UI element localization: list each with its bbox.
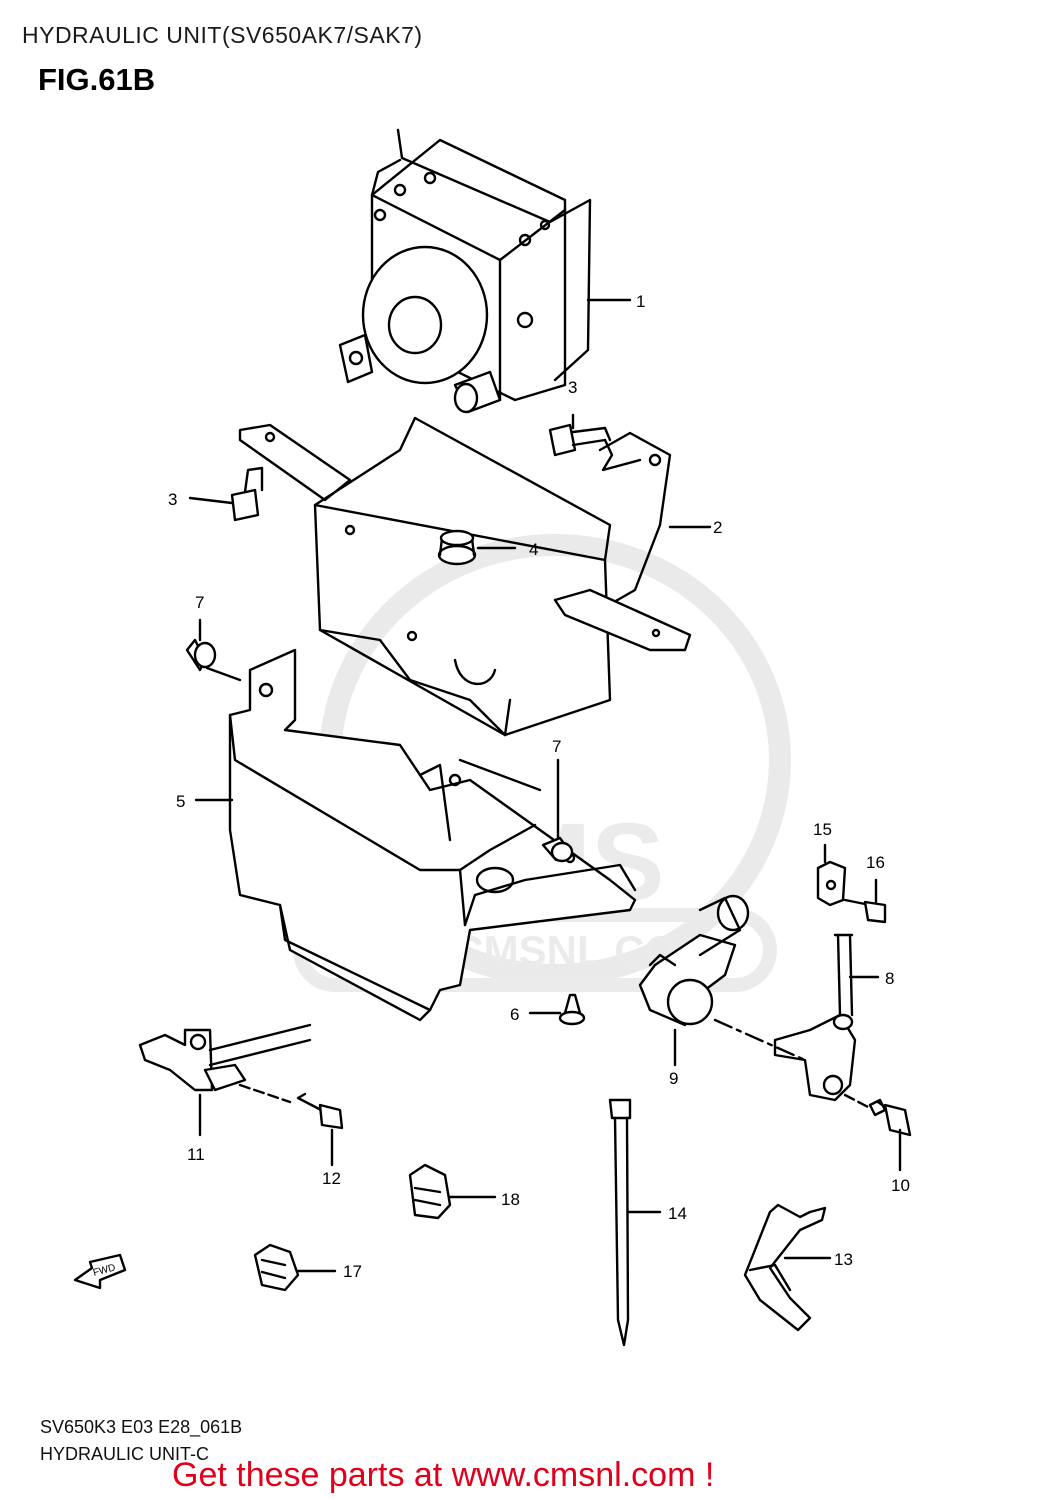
callout-4: 4 xyxy=(529,540,538,559)
callout-9: 9 xyxy=(669,1069,678,1088)
part-15-clamp-plate[interactable] xyxy=(816,843,847,907)
diagram-reference-code: SV650K3 E03 E28_061B xyxy=(40,1417,243,1437)
part-5-lower-cover[interactable] xyxy=(194,648,637,1022)
callout-7a: 7 xyxy=(195,593,204,612)
callout-labels: 1 2 3 3 4 5 6 7 7 8 9 10 11 12 13 14 15 … xyxy=(168,292,910,1281)
callout-5: 5 xyxy=(176,792,185,811)
callout-12: 12 xyxy=(322,1169,341,1188)
page-title: HYDRAULIC UNIT(SV650AK7/SAK7) xyxy=(22,22,423,48)
part-7-clip-left[interactable] xyxy=(185,618,217,672)
callout-3b: 3 xyxy=(168,490,177,509)
diagram-reference-name: HYDRAULIC UNIT-C xyxy=(40,1444,210,1464)
part-8-wheel-speed-sensor[interactable] xyxy=(773,933,880,1102)
part-12-bolt[interactable] xyxy=(296,1092,344,1167)
part-17-clamp[interactable] xyxy=(253,1243,337,1292)
part-18-clamp[interactable] xyxy=(408,1163,497,1220)
callout-13: 13 xyxy=(834,1250,853,1269)
callout-10: 10 xyxy=(891,1176,910,1195)
part-10-bolt[interactable] xyxy=(843,1093,912,1172)
part-11-front-sensor[interactable] xyxy=(138,1023,312,1137)
part-4-grommet[interactable] xyxy=(437,529,517,566)
callout-11: 11 xyxy=(187,1145,205,1164)
callout-7b: 7 xyxy=(552,737,561,756)
fwd-arrow-icon: FWD xyxy=(73,1253,127,1290)
promo-link[interactable]: Get these parts at www.cmsnl.com ! xyxy=(172,1456,715,1494)
callout-17: 17 xyxy=(343,1262,362,1281)
part-14-cable-tie[interactable] xyxy=(608,1098,662,1347)
part-3-bolt-upper[interactable] xyxy=(548,413,642,472)
part-2-bracket[interactable] xyxy=(238,416,712,737)
callout-6: 6 xyxy=(510,1005,519,1024)
callout-3a: 3 xyxy=(568,378,577,397)
part-1-hydraulic-unit[interactable] xyxy=(338,128,632,414)
callout-15: 15 xyxy=(813,820,832,839)
part-6-screw[interactable] xyxy=(528,993,586,1026)
figure-label: FIG.61B xyxy=(38,62,156,97)
part-9-sensor-rotor[interactable] xyxy=(638,894,807,1067)
callout-14: 14 xyxy=(668,1204,687,1223)
callout-1: 1 xyxy=(636,292,645,311)
part-13-wire-clip[interactable] xyxy=(743,1203,832,1332)
callout-8: 8 xyxy=(885,969,894,988)
callout-18: 18 xyxy=(501,1190,520,1209)
part-3-bolt-left[interactable] xyxy=(188,466,264,522)
callout-2: 2 xyxy=(713,518,722,537)
part-7-clip-right[interactable] xyxy=(541,758,574,863)
part-16-bolt[interactable] xyxy=(843,878,887,924)
callout-16: 16 xyxy=(866,853,885,872)
